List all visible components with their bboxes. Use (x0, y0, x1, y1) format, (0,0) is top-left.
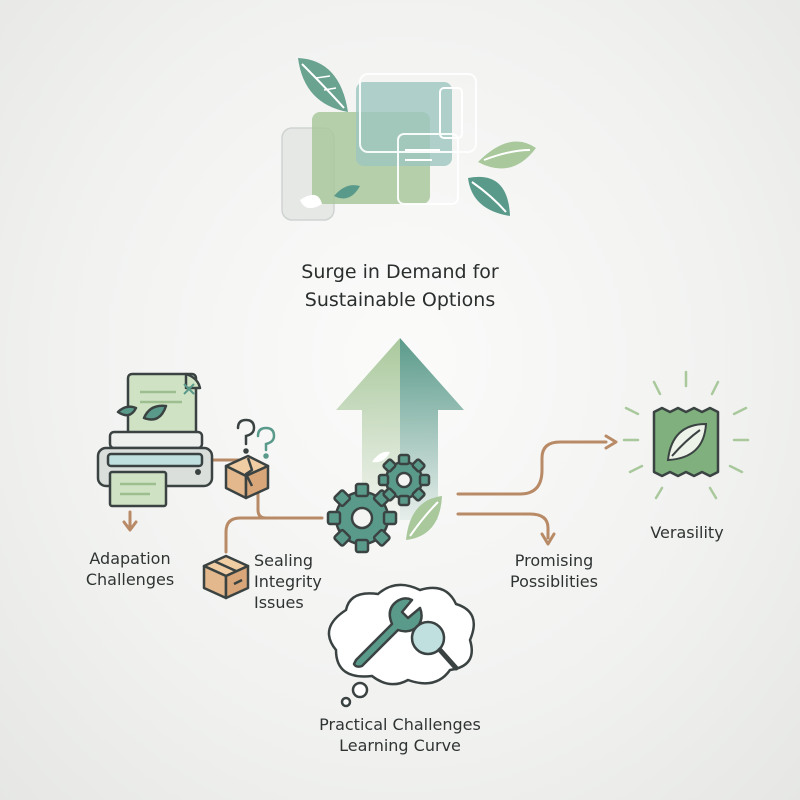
diagram-title: Surge in Demand for Sustainable Options (301, 261, 499, 311)
adaptation-challenges-label: Adapation Challenges (85, 549, 175, 589)
question-marks-icon (236, 418, 276, 459)
versatility-label: Verasility (650, 523, 724, 542)
printer-icon (96, 372, 214, 508)
gears-icon (326, 453, 431, 554)
sealing-integrity-issues-label: Sealing Integrity Issues (254, 551, 322, 612)
practical-challenges-label: Practical Challenges Learning Curve (319, 715, 481, 755)
leaf-icon (298, 58, 536, 216)
connector-lines (122, 434, 618, 554)
box-icon (202, 554, 250, 600)
overlapping-sustainable-cards-icon (281, 73, 477, 221)
promising-possibilities-label: Promising Possiblities (510, 551, 598, 591)
eco-pouch-icon (622, 370, 750, 500)
wrench-magnifier-thought-icon (327, 583, 475, 708)
cracked-box-icon (224, 454, 270, 500)
leaf-icon (372, 451, 442, 540)
